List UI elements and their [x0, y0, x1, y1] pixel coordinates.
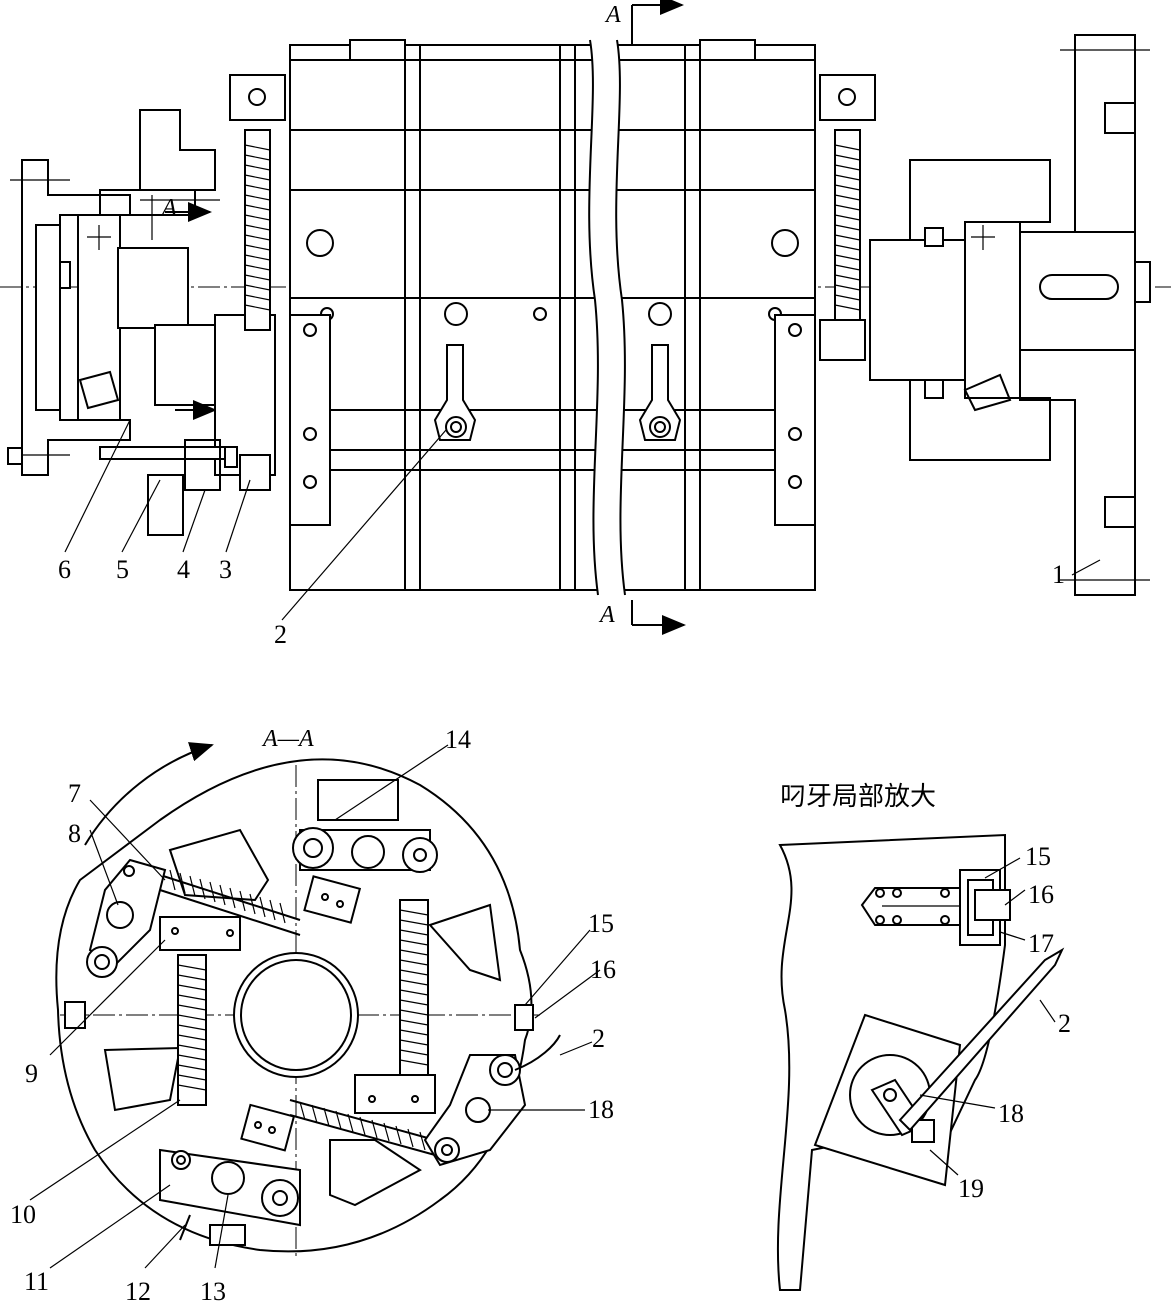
rotation-arrow [84, 742, 214, 846]
label-16: 16 [590, 955, 616, 984]
top-view-labels: 6 5 4 3 2 1 [58, 555, 1065, 649]
top-left-spring [159, 869, 301, 936]
lightening-hole-1 [168, 828, 270, 902]
right-linkage [423, 1004, 561, 1167]
section-view-title: A—A [261, 726, 314, 752]
lightening-hole-3 [103, 1046, 182, 1112]
label-8: 8 [68, 819, 81, 848]
detail-view: 叼牙局部放大 [776, 782, 1071, 1291]
section-view-labels: 14 7 8 9 15 16 2 18 10 11 12 13 [10, 725, 616, 1304]
label-5: 5 [116, 555, 129, 584]
lightening-hole-4 [329, 1139, 422, 1207]
label-11: 11 [24, 1267, 49, 1296]
detail-leader-lines [919, 857, 1056, 1176]
left-linkage [64, 858, 241, 1029]
top-linkage [292, 779, 438, 924]
label-4: 4 [177, 555, 190, 584]
detail-gripper-finger [898, 947, 1065, 1132]
label-19: 19 [958, 1174, 984, 1203]
detail-block-19 [813, 1013, 962, 1187]
label-1: 1 [1052, 560, 1065, 589]
detail-spring-bore [860, 869, 1011, 946]
section-mark-small: A [160, 195, 177, 221]
section-arrows: A A [598, 0, 686, 635]
label-12: 12 [125, 1277, 151, 1304]
label-3: 3 [219, 555, 232, 584]
label-15: 15 [588, 909, 614, 938]
left-bearing-housing [77, 214, 189, 421]
label-2-detail: 2 [1058, 1009, 1071, 1038]
bottom-linkage [159, 1103, 301, 1246]
central-shaft-ring [233, 952, 359, 1078]
right-flange [1019, 34, 1151, 596]
label-18: 18 [588, 1095, 614, 1124]
label-2: 2 [274, 620, 287, 649]
top-leader-lines [64, 419, 1101, 621]
left-flange [7, 159, 131, 476]
section-mark-top: A [604, 2, 621, 28]
bottom-right-spring [289, 1099, 436, 1156]
right-shaft-bearing [869, 159, 1051, 461]
left-cam-assembly: A [99, 109, 276, 536]
label-15-detail: 15 [1025, 842, 1051, 871]
label-17: 17 [1028, 929, 1054, 958]
label-2-section: 2 [592, 1024, 605, 1053]
label-6: 6 [58, 555, 71, 584]
label-18-detail: 18 [998, 1099, 1024, 1128]
right-vertical-spring [354, 899, 436, 1114]
section-mark-bottom: A [598, 602, 615, 628]
detail-view-title: 叼牙局部放大 [780, 782, 936, 812]
label-14: 14 [445, 725, 471, 754]
left-vertical-spring [177, 954, 207, 1106]
lightening-hole-2 [428, 903, 502, 982]
right-spring-rod [819, 74, 876, 361]
left-spring-rod [229, 74, 286, 331]
label-16-detail: 16 [1028, 880, 1054, 909]
top-assembly-view: A [0, 0, 1171, 649]
impression-cylinder-body [289, 39, 816, 596]
detail-view-labels: 15 16 17 2 18 19 [958, 842, 1071, 1203]
section-view-aa: A—A [10, 725, 616, 1304]
label-10: 10 [10, 1200, 36, 1229]
central-shaft [240, 959, 352, 1071]
label-9: 9 [25, 1059, 38, 1088]
label-13: 13 [200, 1277, 226, 1304]
section-leader-lines [29, 744, 601, 1269]
label-7: 7 [68, 779, 81, 808]
